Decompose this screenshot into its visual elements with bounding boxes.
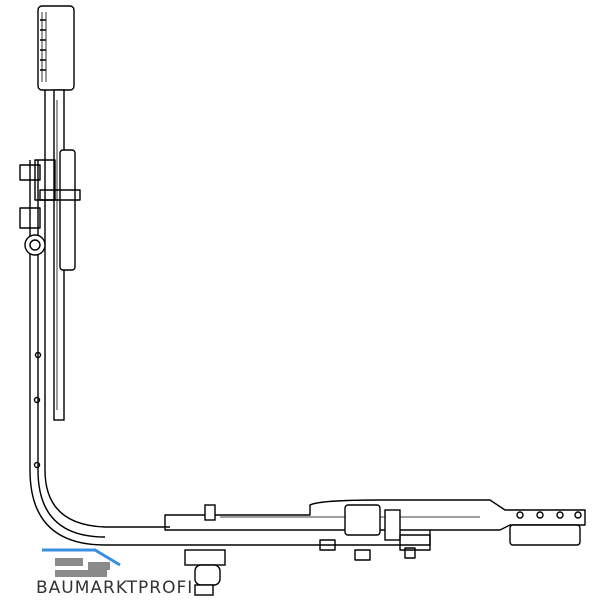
logo-mark	[42, 548, 121, 577]
vertical-fittings	[19, 149, 81, 271]
horizontal-rail	[164, 499, 586, 551]
bottom-fittings	[184, 539, 416, 596]
logo-text: BAUMARKTPROFI	[36, 578, 194, 598]
top-plate	[37, 5, 75, 91]
vertical-rail	[29, 89, 170, 546]
